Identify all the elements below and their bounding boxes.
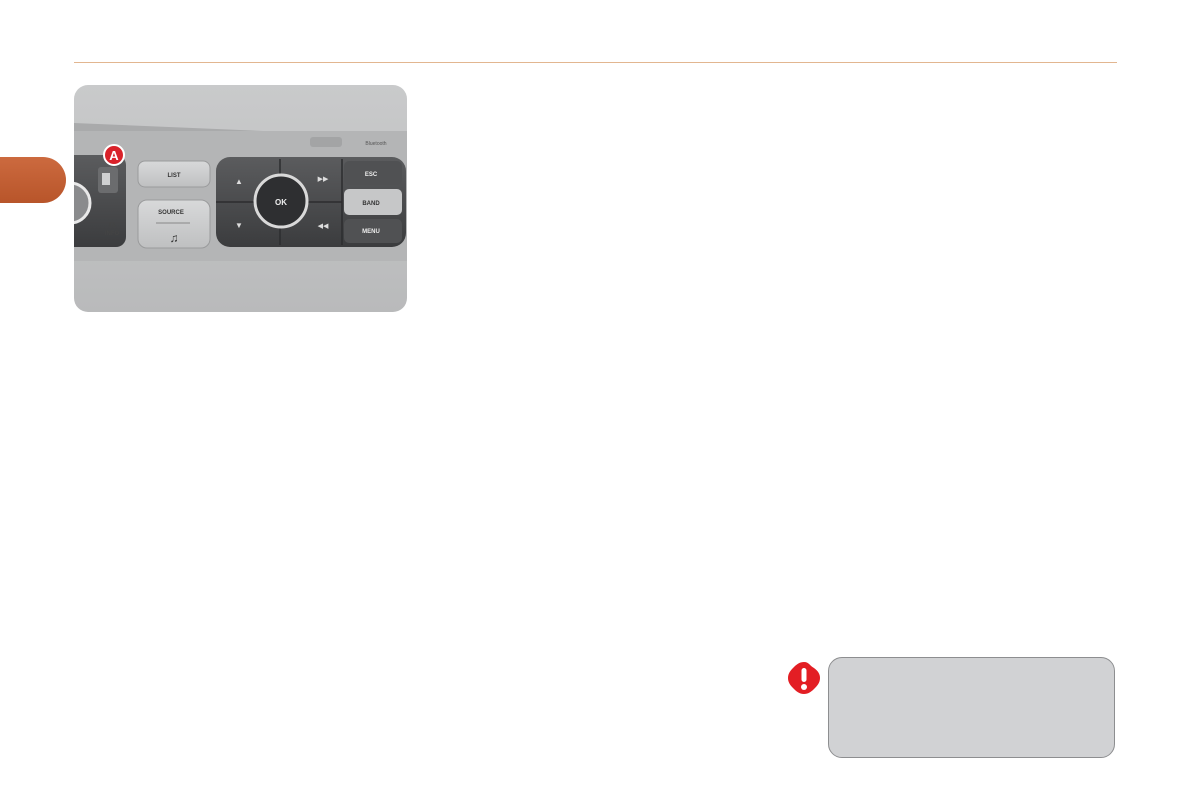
fast-forward-button[interactable]: ▶▶ xyxy=(318,176,329,183)
band-button[interactable] xyxy=(344,189,402,215)
header-rule xyxy=(74,62,1117,63)
list-button[interactable] xyxy=(137,160,211,188)
esc-label: ESC xyxy=(365,172,378,178)
down-button[interactable]: ▼ xyxy=(235,221,243,230)
esc-button[interactable] xyxy=(344,161,402,185)
marker-a xyxy=(103,144,125,166)
cd-slot xyxy=(310,137,342,147)
rewind-button[interactable]: ◀◀ xyxy=(318,223,329,230)
marker-a-label: A xyxy=(109,148,119,163)
ok-button[interactable] xyxy=(253,173,309,229)
ta-label: TA xyxy=(108,223,116,229)
info-label: INFO xyxy=(105,231,120,237)
bluetooth-label: Bluetooth xyxy=(365,141,386,147)
up-button[interactable]: ▲ xyxy=(235,177,243,186)
phone-icon xyxy=(102,173,110,185)
source-button[interactable] xyxy=(137,199,211,249)
music-note-icon: ♫ xyxy=(170,231,179,245)
warning-note-box xyxy=(828,657,1115,758)
menu-button[interactable] xyxy=(344,219,402,243)
band-label: BAND xyxy=(362,201,380,207)
chapter-tab xyxy=(0,157,66,203)
source-label: SOURCE xyxy=(158,210,184,216)
list-label: LIST xyxy=(168,173,181,179)
control-panel-photo: TA INFO A LIST SOURCE ♫ Bluetooth ▲ ▼ ▶▶… xyxy=(74,85,407,312)
volume-knob[interactable] xyxy=(74,181,92,225)
ok-label: OK xyxy=(275,198,287,207)
warning-icon xyxy=(788,662,820,694)
menu-label: MENU xyxy=(362,229,380,235)
control-panel-illustration: TA INFO A LIST SOURCE ♫ Bluetooth ▲ ▼ ▶▶… xyxy=(74,85,407,312)
